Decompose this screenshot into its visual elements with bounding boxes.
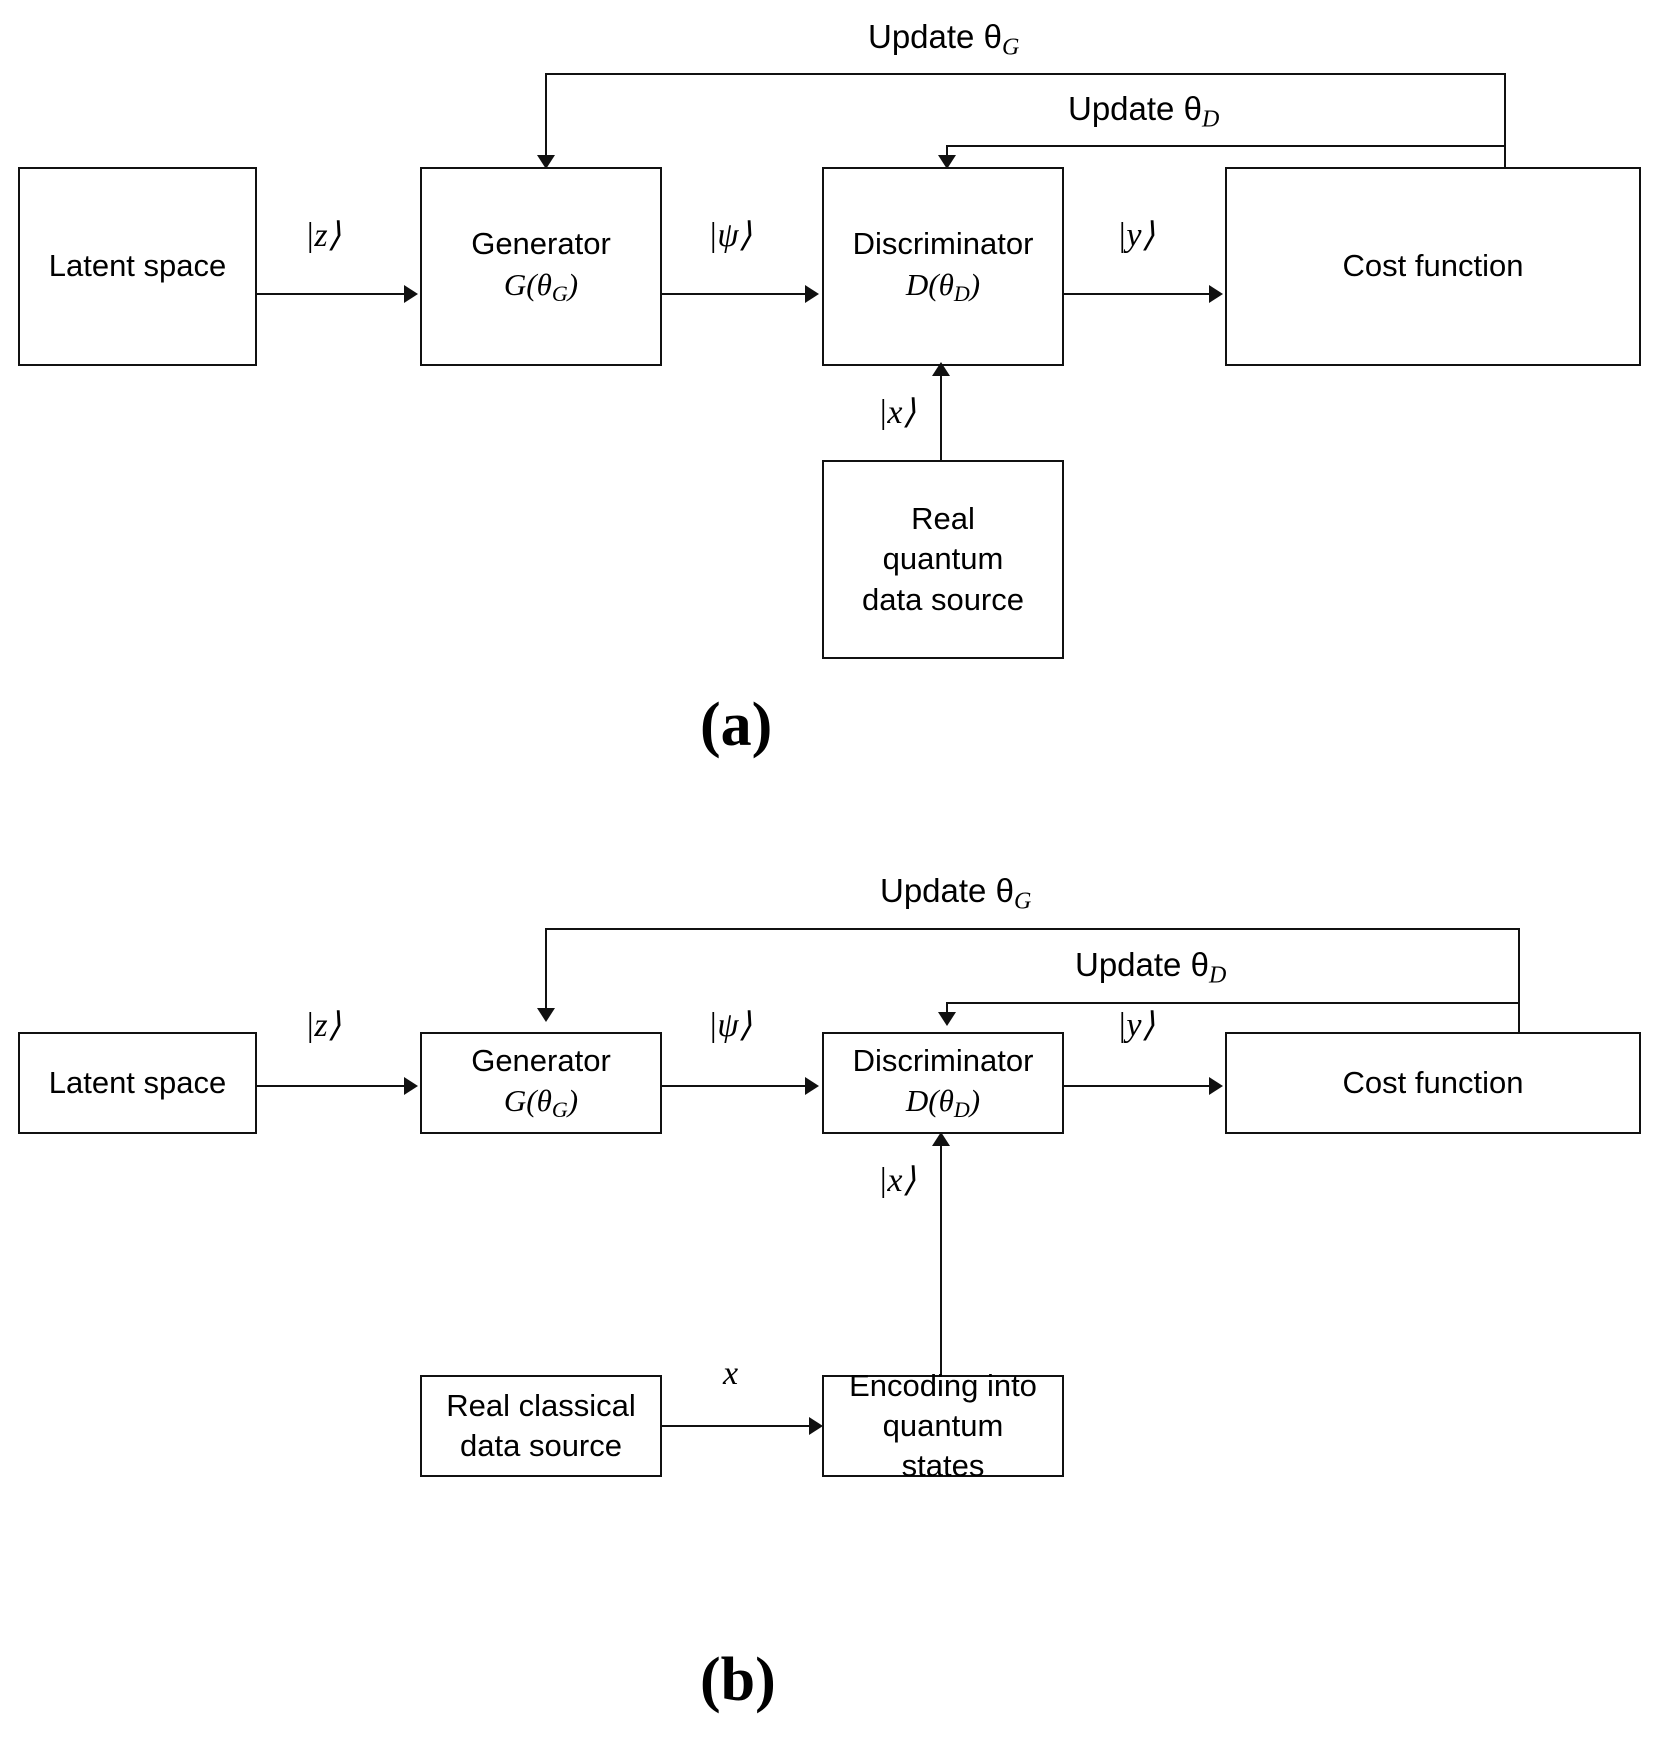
panel-a-edge-label-z: |z⟩ bbox=[305, 217, 341, 254]
panel-a-discriminator-symbol: D(θD) bbox=[905, 266, 981, 306]
panel-a-update-g-horizontal bbox=[545, 73, 1506, 75]
panel-a-discriminator-title: Discriminator bbox=[852, 226, 1034, 262]
panel-b-edge-discriminator-cost bbox=[1062, 1085, 1210, 1087]
panel-a-edge-label-psi: |ψ⟩ bbox=[708, 217, 752, 254]
panel-a-edge-discriminator-cost bbox=[1062, 293, 1210, 295]
panel-a-generator-symbol: G(θG) bbox=[503, 266, 579, 306]
panel-b-update-d-horizontal bbox=[946, 1002, 1520, 1004]
panel-a-real-quantum-data-source-label: Real quantum data source bbox=[862, 501, 1024, 617]
panel-a-update-g-riser bbox=[1504, 73, 1506, 169]
panel-b-edge-latent-generator bbox=[255, 1085, 405, 1087]
panel-b-latent-space-label: Latent space bbox=[48, 1064, 227, 1100]
panel-b-generator-box[interactable]: Generator G(θG) bbox=[420, 1032, 662, 1134]
panel-b-edge-encoding-discriminator bbox=[940, 1145, 942, 1375]
panel-a-update-d-arrowhead bbox=[938, 155, 956, 169]
panel-a-latent-space-label: Latent space bbox=[48, 248, 227, 284]
panel-b-discriminator-title: Discriminator bbox=[852, 1042, 1034, 1078]
panel-b-update-g-horizontal bbox=[545, 928, 1520, 930]
panel-b-update-theta-g-label: Update θG bbox=[880, 872, 1032, 915]
panel-b-update-theta-d-label: Update θD bbox=[1075, 946, 1227, 989]
panel-b-edge-encoding-discriminator-arrowhead bbox=[932, 1132, 950, 1146]
panel-b-edge-label-psi: |ψ⟩ bbox=[708, 1007, 752, 1044]
panel-b-edge-latent-generator-arrowhead bbox=[404, 1077, 418, 1095]
panel-b-latent-space-box[interactable]: Latent space bbox=[18, 1032, 257, 1134]
panel-b-edge-discriminator-cost-arrowhead bbox=[1209, 1077, 1223, 1095]
panel-a-edge-source-discriminator bbox=[940, 375, 942, 460]
panel-a-edge-latent-generator-arrowhead bbox=[404, 285, 418, 303]
panel-b-update-g-drop bbox=[545, 928, 547, 1018]
panel-b-edge-label-z: |z⟩ bbox=[305, 1007, 341, 1044]
panel-a-update-d-horizontal bbox=[946, 145, 1506, 147]
panel-b-generator-label: Generator G(θG) bbox=[422, 1041, 660, 1125]
panel-a-discriminator-label: Discriminator D(θD) bbox=[824, 224, 1062, 308]
panel-a-caption: (a) bbox=[700, 691, 773, 759]
panel-b-discriminator-label: Discriminator D(θD) bbox=[824, 1041, 1062, 1125]
panel-a-edge-generator-discriminator-arrowhead bbox=[805, 285, 819, 303]
panel-b-caption: (b) bbox=[700, 1646, 776, 1714]
panel-b-edge-generator-discriminator-arrowhead bbox=[805, 1077, 819, 1095]
panel-a-latent-space-box[interactable]: Latent space bbox=[18, 167, 257, 366]
panel-b-generator-title: Generator bbox=[471, 1042, 611, 1078]
panel-a-update-theta-g-label: Update θG bbox=[868, 18, 1020, 61]
panel-a-cost-function-box[interactable]: Cost function bbox=[1225, 167, 1641, 366]
panel-b-encoding-box[interactable]: Encoding into quantum states bbox=[822, 1368, 1064, 1483]
panel-b-discriminator-symbol: D(θD) bbox=[905, 1083, 981, 1123]
panel-a-edge-label-x: |x⟩ bbox=[878, 394, 916, 431]
panel-b-edge-label-y: |y⟩ bbox=[1117, 1007, 1155, 1044]
panel-a-edge-label-y: |y⟩ bbox=[1117, 217, 1155, 254]
panel-a-cost-function-label: Cost function bbox=[1342, 248, 1524, 284]
panel-b-discriminator-box[interactable]: Discriminator D(θD) bbox=[822, 1032, 1064, 1134]
panel-a-generator-box[interactable]: Generator G(θG) bbox=[420, 167, 662, 366]
panel-b-edge-classical-encoding bbox=[660, 1425, 810, 1427]
panel-a-edge-generator-discriminator bbox=[660, 293, 806, 295]
panel-b-generator-symbol: G(θG) bbox=[503, 1083, 579, 1123]
panel-b-real-classical-data-source-label: Real classical data source bbox=[446, 1387, 636, 1463]
panel-a-update-g-drop bbox=[545, 73, 547, 165]
panel-a-discriminator-box[interactable]: Discriminator D(θD) bbox=[822, 167, 1064, 366]
panel-b-update-d-arrowhead bbox=[938, 1012, 956, 1026]
panel-b-update-g-riser bbox=[1518, 928, 1520, 1032]
panel-b-cost-function-label: Cost function bbox=[1342, 1064, 1524, 1100]
panel-b-edge-label-x-ket: |x⟩ bbox=[878, 1162, 916, 1199]
panel-b-edge-label-x: x bbox=[723, 1355, 739, 1392]
panel-b-real-classical-data-source-box[interactable]: Real classical data source bbox=[420, 1375, 662, 1477]
panel-b-edge-generator-discriminator bbox=[660, 1085, 806, 1087]
panel-a-edge-source-discriminator-arrowhead bbox=[932, 362, 950, 376]
panel-a-real-quantum-data-source-box[interactable]: Real quantum data source bbox=[822, 460, 1064, 659]
panel-a-edge-latent-generator bbox=[255, 293, 405, 295]
panel-a-update-g-arrowhead bbox=[537, 155, 555, 169]
panel-a-generator-title: Generator bbox=[471, 226, 611, 262]
panel-b-edge-classical-encoding-arrowhead bbox=[809, 1417, 823, 1435]
panel-b-encoding-label: Encoding into quantum states bbox=[849, 1367, 1037, 1484]
panel-a-edge-discriminator-cost-arrowhead bbox=[1209, 285, 1223, 303]
panel-b-update-g-arrowhead bbox=[537, 1008, 555, 1022]
panel-a-update-theta-d-label: Update θD bbox=[1068, 90, 1220, 133]
panel-a-generator-label: Generator G(θG) bbox=[422, 224, 660, 308]
panel-b-cost-function-box[interactable]: Cost function bbox=[1225, 1032, 1641, 1134]
